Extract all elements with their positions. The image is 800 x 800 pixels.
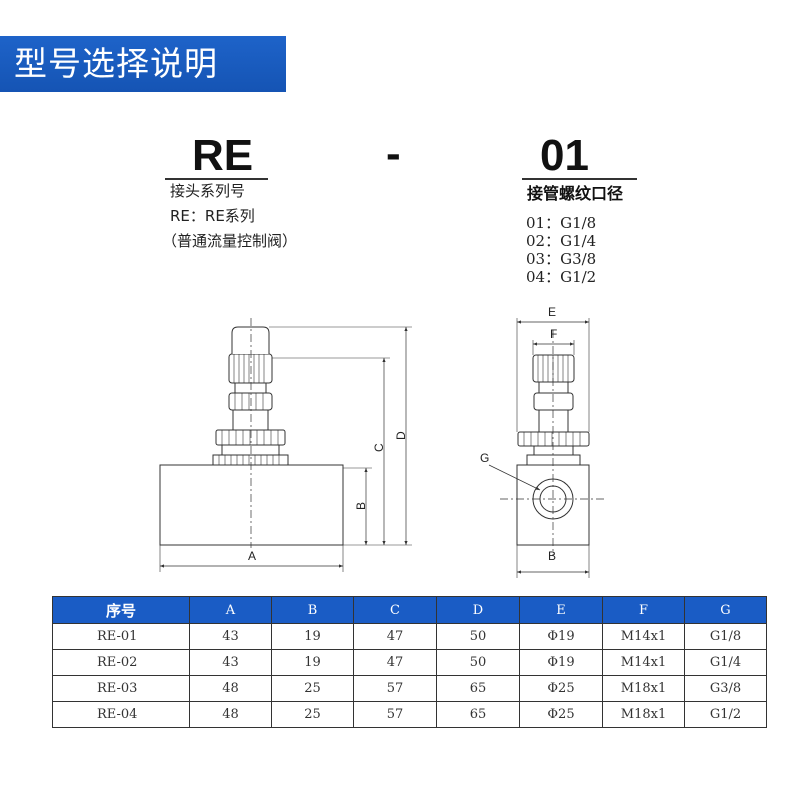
- thread-label: 接管螺纹口径: [527, 184, 624, 203]
- series-underline: [165, 178, 268, 180]
- code-dash: -: [386, 129, 401, 178]
- thread-option: 04：G1/2: [526, 268, 597, 286]
- cell-b: 19: [271, 649, 354, 676]
- dim-label-b-side: B: [548, 549, 556, 563]
- cell-a: 48: [189, 675, 272, 702]
- table-row: RE-04 48 25 57 65 Φ25 M18x1 G1/2: [52, 701, 767, 728]
- cell-model: RE-01: [52, 623, 190, 650]
- col-header-g: G: [684, 596, 767, 624]
- side-view: [488, 318, 605, 578]
- cell-c: 57: [353, 675, 437, 702]
- cell-c: 57: [353, 701, 437, 728]
- dim-label-g: G: [480, 451, 489, 465]
- thread-option: 01：G1/8: [526, 214, 597, 232]
- cell-f: M18x1: [602, 675, 685, 702]
- dim-label-a: A: [248, 549, 256, 563]
- col-header-e: E: [519, 596, 603, 624]
- cell-g: G1/8: [684, 623, 767, 650]
- thread-option: 03：G3/8: [526, 250, 597, 268]
- cell-e: Φ19: [519, 623, 603, 650]
- series-label: 接头系列号: [170, 182, 246, 200]
- cell-d: 65: [436, 701, 520, 728]
- thread-code: 01: [540, 131, 589, 180]
- series-value: RE：RE系列: [170, 207, 255, 225]
- cell-a: 48: [189, 701, 272, 728]
- cell-f: M18x1: [602, 701, 685, 728]
- cell-b: 25: [271, 675, 354, 702]
- spec-table: 序号 A B C D E F G RE-01 43 19 47 50 Φ19 M…: [52, 596, 767, 728]
- cell-model: RE-03: [52, 675, 190, 702]
- cell-model: RE-02: [52, 649, 190, 676]
- cell-d: 50: [436, 623, 520, 650]
- dim-label-e: E: [548, 305, 556, 319]
- table-header-row: 序号 A B C D E F G: [52, 596, 767, 624]
- cell-d: 65: [436, 675, 520, 702]
- thread-option: 02：G1/4: [526, 232, 597, 250]
- dim-label-d: D: [394, 431, 408, 440]
- cell-c: 47: [353, 623, 437, 650]
- section-title: 型号选择说明: [0, 36, 286, 92]
- cell-e: Φ25: [519, 701, 603, 728]
- dim-label-f: F: [550, 327, 557, 341]
- cell-f: M14x1: [602, 623, 685, 650]
- table-row: RE-02 43 19 47 50 Φ19 M14x1 G1/4: [52, 649, 767, 676]
- dim-label-c: C: [372, 443, 386, 452]
- cell-d: 50: [436, 649, 520, 676]
- cell-g: G1/2: [684, 701, 767, 728]
- col-header-model: 序号: [52, 596, 190, 624]
- col-header-d: D: [436, 596, 520, 624]
- col-header-c: C: [353, 596, 437, 624]
- table-row: RE-01 43 19 47 50 Φ19 M14x1 G1/8: [52, 623, 767, 650]
- col-header-a: A: [189, 596, 272, 624]
- cell-c: 47: [353, 649, 437, 676]
- thread-underline: [522, 178, 637, 180]
- cell-f: M14x1: [602, 649, 685, 676]
- technical-drawing: A B C D E F G B: [159, 305, 605, 578]
- cell-model: RE-04: [52, 701, 190, 728]
- series-desc: （普通流量控制阀）: [162, 232, 298, 250]
- cell-b: 19: [271, 623, 354, 650]
- cell-b: 25: [271, 701, 354, 728]
- cell-g: G3/8: [684, 675, 767, 702]
- series-code: RE: [192, 131, 254, 180]
- cell-a: 43: [189, 623, 272, 650]
- col-header-f: F: [602, 596, 685, 624]
- front-view: [159, 318, 412, 572]
- cell-e: Φ19: [519, 649, 603, 676]
- cell-g: G1/4: [684, 649, 767, 676]
- dim-label-b: B: [354, 502, 368, 510]
- cell-e: Φ25: [519, 675, 603, 702]
- table-row: RE-03 48 25 57 65 Φ25 M18x1 G3/8: [52, 675, 767, 702]
- col-header-b: B: [271, 596, 354, 624]
- cell-a: 43: [189, 649, 272, 676]
